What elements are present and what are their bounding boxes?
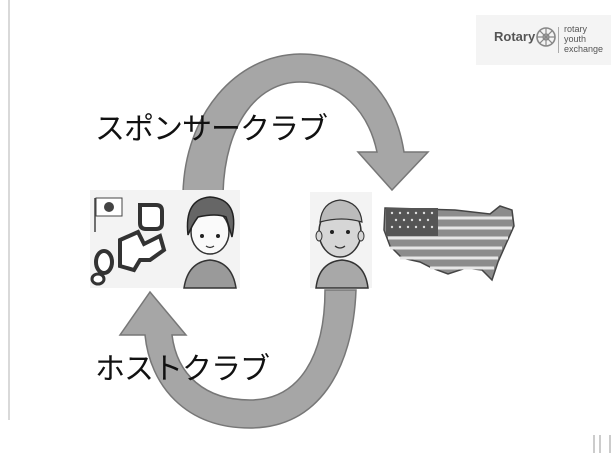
corner-marker [593, 435, 611, 453]
sponsor-arrow [182, 53, 430, 194]
logo-separator [558, 27, 559, 53]
logo-tagline: rotary youth exchange [564, 24, 604, 54]
usa-flag-map-icon [383, 205, 515, 282]
japan-map-icon [90, 190, 180, 288]
host-club-label: ホストクラブ [95, 352, 270, 387]
logo-brand: Rotary [494, 29, 536, 44]
sponsor-club-label: スポンサークラブ [95, 112, 328, 147]
japanese-student-icon [180, 190, 240, 289]
rotary-wheel-icon [536, 27, 556, 47]
host-arrow [118, 289, 357, 429]
left-rule [8, 0, 10, 420]
rotary-logo: Rotary rotary youth exchange [476, 15, 611, 65]
american-student-icon [310, 192, 372, 289]
